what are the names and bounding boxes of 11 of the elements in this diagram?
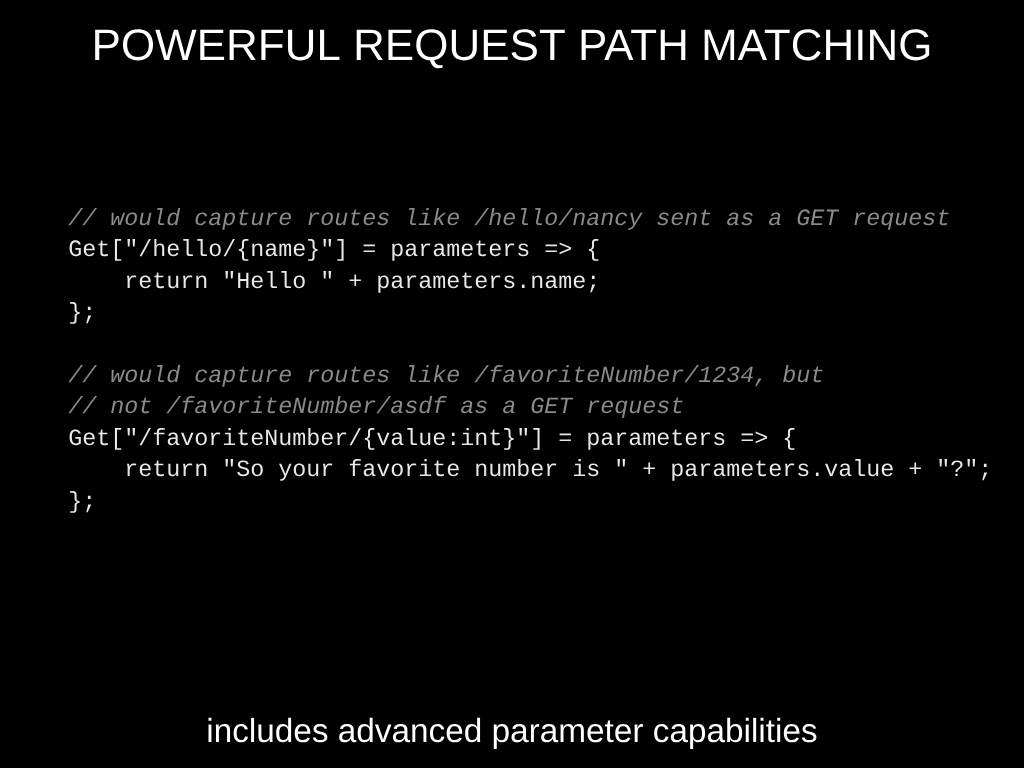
code-line: Get["/favoriteNumber/{value:int}"] = parameters => { [69,428,795,450]
code-line: return "Hello " + parameters.name; [127,271,596,293]
code-line: }; [70,302,92,324]
caption: includes advanced parameter capabilities [208,717,817,749]
code-comment: // not /favoriteNumber/asdf as a GET request [68,396,683,418]
code-line: }; [70,491,92,513]
code-comment: // would capture routes like /hello/nancy sent as a GET request [68,208,949,230]
slide-title: POWERFUL REQUEST PATH MATCHING [95,29,930,69]
code-line: return "So your favorite number is " + parameters.value + "?"; [127,459,988,481]
code-comment: // would capture routes like /favoriteNumber/1234, but [68,365,823,387]
code-line: Get["/hello/{name}"] = parameters => { [69,239,599,261]
